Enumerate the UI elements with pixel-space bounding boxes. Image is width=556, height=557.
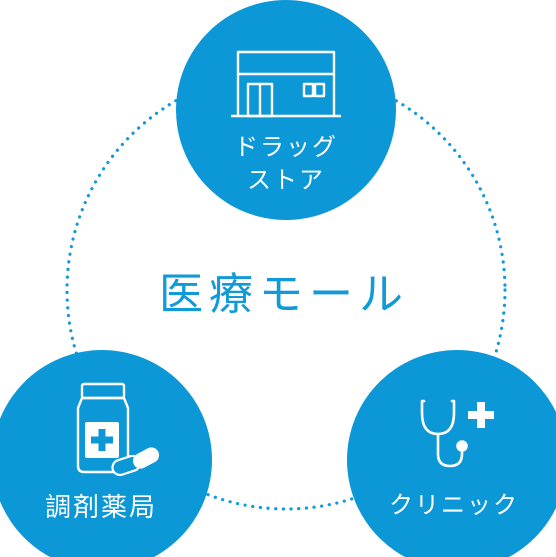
drugstore-label-line1: ドラッグ bbox=[234, 133, 338, 161]
stethoscope-icon bbox=[420, 399, 468, 468]
clinic-label: クリニック bbox=[389, 491, 519, 519]
plus-icon bbox=[468, 402, 494, 428]
storefront-icon bbox=[231, 50, 341, 118]
pharmacy-label: 調剤薬局 bbox=[45, 493, 157, 523]
drugstore-label-line2: ストア bbox=[247, 166, 325, 194]
pharmacy-node: 調剤薬局 bbox=[0, 350, 212, 557]
drugstore-node: ドラッグ ストア bbox=[176, 0, 396, 220]
drugstore-circle bbox=[176, 0, 396, 220]
clinic-circle bbox=[347, 350, 556, 557]
center-label: 医療モール bbox=[159, 269, 409, 320]
clinic-node: クリニック bbox=[347, 350, 556, 557]
medicine-bottle-icon bbox=[76, 382, 160, 477]
